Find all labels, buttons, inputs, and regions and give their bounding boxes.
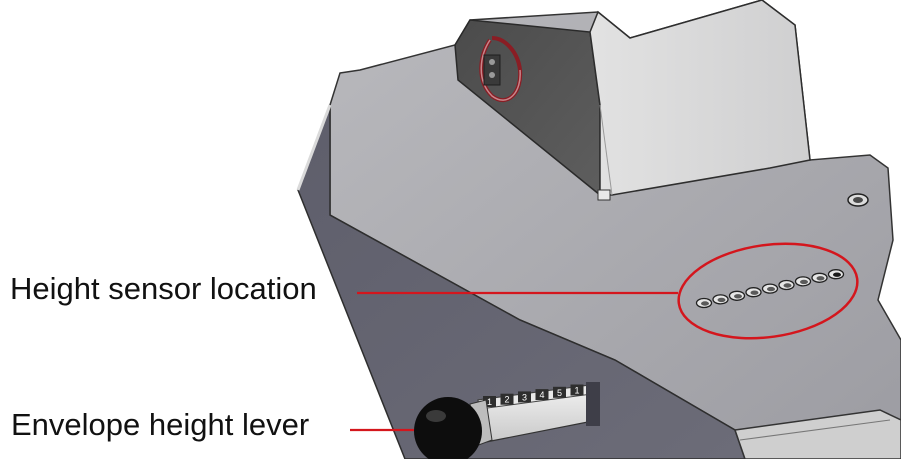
knob-highlight: [426, 410, 446, 422]
lever-mark-box: [518, 391, 531, 403]
lever-mark-label: 4: [539, 390, 544, 400]
height-sensor-label: Height sensor location: [10, 271, 317, 306]
mounting-screw-icon: [847, 193, 869, 207]
lever-mark-box: [500, 393, 514, 405]
sensor-hole-inner: [750, 290, 759, 295]
lever-mark-label: 5: [557, 388, 562, 398]
tray-slot-detail: [733, 409, 901, 459]
lever-mark-box: [570, 384, 584, 396]
sensor-hole-inner: [833, 272, 841, 277]
lever-mark-label: 3: [522, 392, 527, 402]
envelope-lever-label: Envelope height lever: [11, 407, 310, 442]
housing-edge-highlight: [296, 104, 332, 191]
lever-mark-box: [483, 396, 496, 407]
sensor-hole-inner: [800, 279, 808, 285]
interior-wall: [589, 0, 811, 196]
lever-mark-label: 1: [487, 397, 492, 407]
sensor-hole-inner: [701, 301, 709, 306]
wall-fold-line: [599, 104, 613, 196]
cable-bracket: [483, 54, 501, 86]
sensor-hole-inner: [783, 283, 792, 288]
sensor-hole-inner: [734, 294, 742, 299]
lever-mark-label: 2: [504, 395, 509, 405]
bracket-screw-2: [489, 72, 495, 78]
lever-mark-box: [535, 389, 549, 401]
height-sensor-array: [695, 269, 845, 309]
lever-mark-label: 1: [574, 386, 579, 396]
sensor-hole-inner: [717, 297, 726, 303]
lever-mark-box: [553, 386, 566, 398]
tray-slot-line: [739, 419, 891, 441]
internal-cable-highlight: [480, 39, 521, 101]
bracket-screw-1: [489, 59, 495, 65]
sensor-hole-inner: [816, 276, 825, 281]
lever-position-markings: 1 2 3 4 5 1: [483, 384, 584, 407]
wall-foot-tab: [597, 189, 611, 201]
sensor-highlight-circle: [677, 242, 859, 340]
sensor-hole-inner: [767, 286, 775, 292]
lever-slot-opening: [586, 382, 600, 426]
